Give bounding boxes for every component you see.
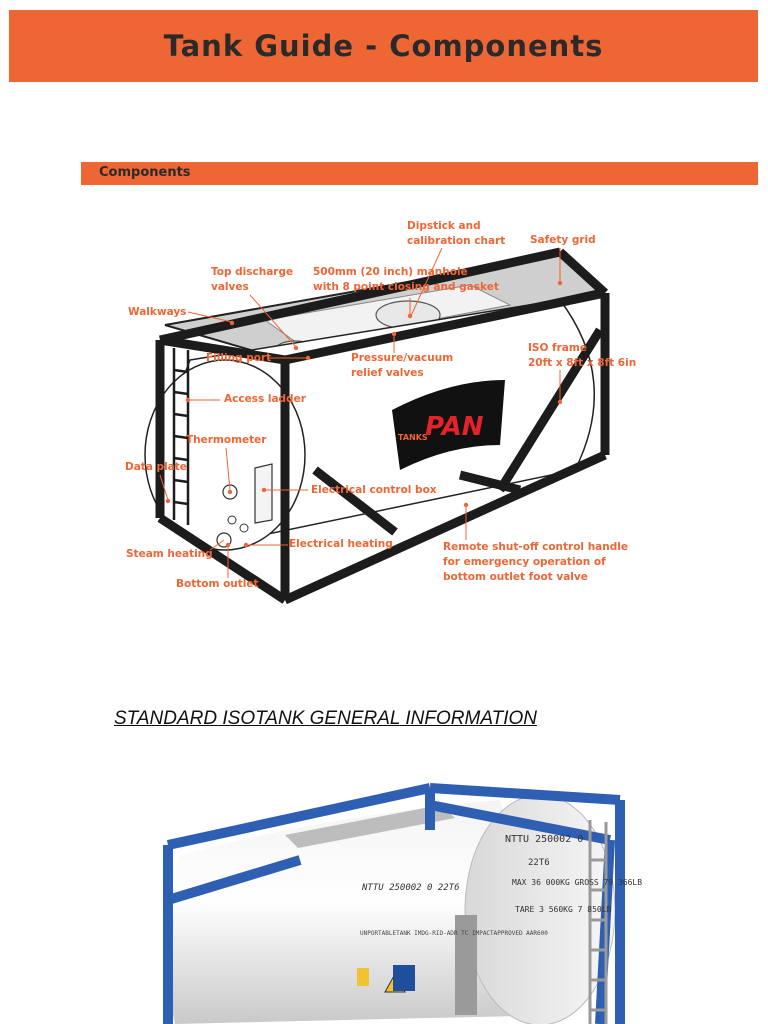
label-steam-heating: Steam heating [126,548,213,560]
photo-blue-frame [163,783,625,1024]
electrical-control-box [254,463,273,524]
label-filling-port: Filling port [206,352,272,364]
label-remote-shutoff: Remote shut-off control handle for emerg… [443,541,628,583]
page-title: Tank Guide - Components [163,29,604,63]
photo-walkway [285,805,455,848]
photo-side-id: NTTU 250002 0 22T6 [361,883,460,893]
section-header: Components [81,162,758,185]
label-bottom-outlet: Bottom outlet [176,578,259,590]
photo-ladder [588,820,608,1024]
leader-dots [165,280,563,548]
photo-tank-id: NTTU 250002 0 [505,834,583,845]
info-heading: STANDARD ISOTANK GENERAL INFORMATION [114,708,537,729]
label-access-ladder: Access ladder [224,393,306,405]
isotank-photo: NTTU 250002 0 22T6 MAX 36 000KG GROSS 79… [163,783,642,1024]
label-top-discharge: Top discharge valves [211,266,294,293]
photo-max-gross: MAX 36 000KG GROSS 79 366LB [512,878,642,887]
label-electrical-heating: Electrical heating [289,538,393,550]
label-thermometer: Thermometer [186,434,267,446]
photo-code: 22T6 [528,858,550,868]
photo-yellow-sign [357,968,369,986]
label-control-box: Electrical control box [311,484,437,496]
label-manhole: 500mm (20 inch) manhole with 8 point clo… [313,266,499,293]
label-dipstick: Dipstick and calibration chart [407,220,506,247]
photo-side-box [455,915,477,1015]
iso-frame [155,247,610,605]
tankspan-logo-bg [392,380,505,470]
photo-side-text: UNPORTABLETANK IMDG-RID-ADR TC IMPACTAPP… [360,930,548,937]
logo-small: TANKS [398,433,428,442]
tank-diagram: TANKS PAN [144,247,610,605]
access-ladder [172,348,190,525]
heating-fitting-2 [239,523,249,533]
label-walkways: Walkways [128,306,187,318]
leader-lines [159,247,561,578]
title-banner: Tank Guide - Components [9,10,758,82]
heating-fitting [227,515,237,525]
section-title: Components [99,165,191,180]
photo-tare: TARE 3 560KG 7 850LB [515,905,612,914]
label-pressure-valves: Pressure/vacuum relief valves [351,352,454,379]
photo-blue-sign [393,965,415,991]
label-iso-frame: ISO frame 20ft x 8ft x 8ft 6in [528,342,637,369]
logo-large: PAN [425,412,484,442]
label-data-plate: Data plate [125,461,187,473]
label-safety-grid: Safety grid [530,234,596,246]
